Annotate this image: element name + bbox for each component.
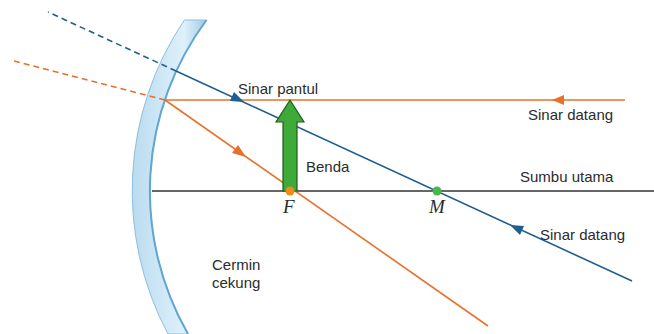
point-label: M	[429, 196, 445, 219]
ray-extension	[48, 12, 176, 71]
axis-label: Sumbu utama	[520, 168, 613, 186]
ray-extension	[10, 60, 165, 100]
object-arrow	[276, 100, 304, 191]
mirror-surface	[150, 20, 207, 334]
object-label: Benda	[306, 158, 349, 176]
arrowhead	[232, 145, 246, 157]
point-label: F	[283, 196, 295, 219]
arrowhead	[552, 95, 564, 105]
ray-label: Sinar datang	[528, 106, 613, 124]
ray-label: Sinar pantul	[238, 80, 318, 98]
concave-mirror	[132, 20, 206, 334]
reflected-ray	[165, 100, 488, 326]
ray-label: Sinar datang	[540, 226, 625, 244]
focus-point	[286, 187, 295, 196]
incident-ray	[176, 71, 632, 281]
mirror-label: Cermin cekung	[212, 256, 282, 292]
center-point	[433, 187, 442, 196]
arrowhead	[510, 225, 524, 235]
principal-axis	[152, 190, 654, 192]
